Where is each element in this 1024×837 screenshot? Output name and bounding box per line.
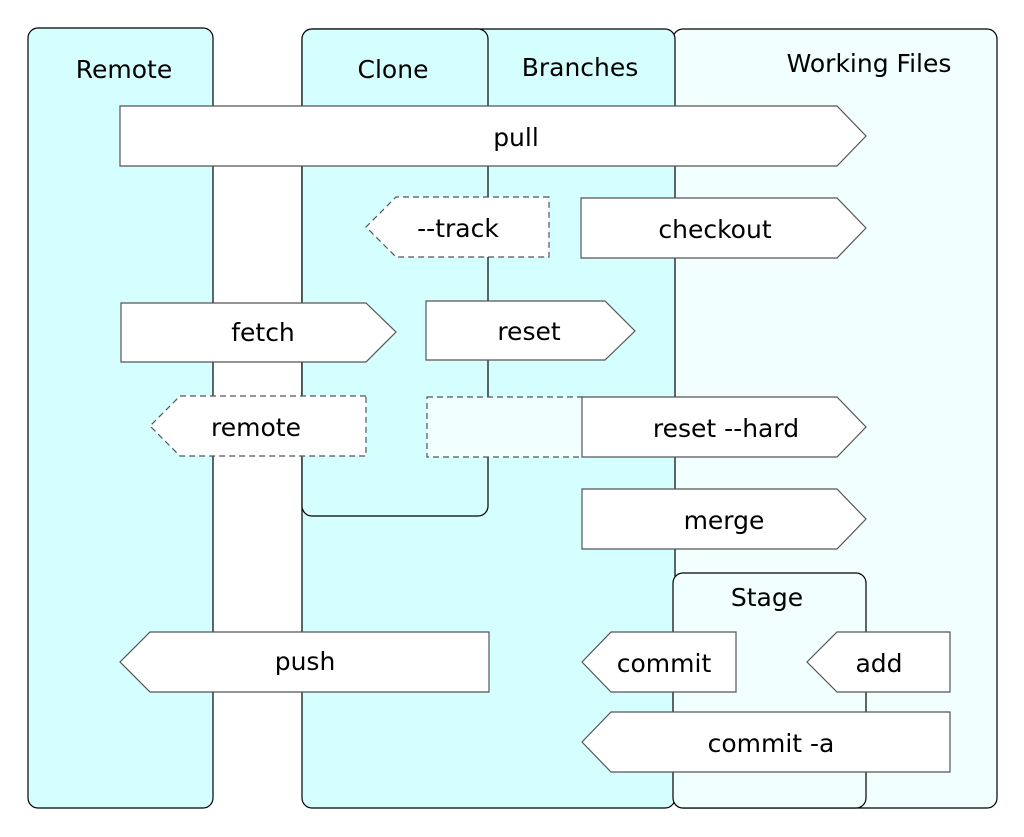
- track-arrow: --track: [365, 196, 550, 258]
- lane-title-remote: Remote: [76, 55, 172, 84]
- reset-label: reset: [497, 317, 561, 346]
- commit-arrow: commit: [581, 631, 737, 693]
- push-arrow-shape: [119, 631, 490, 693]
- fetch-arrow-shape: [120, 302, 397, 363]
- commit-arrow-shape: [581, 631, 737, 693]
- remote-arrow: remote: [149, 395, 367, 457]
- reset-hard-label: reset --hard: [653, 414, 799, 443]
- lane-title-working-files: Working Files: [787, 49, 952, 78]
- track-arrow-shape: [365, 196, 550, 258]
- reset-hard-arrow-shape: [581, 396, 867, 458]
- checkout-label: checkout: [658, 215, 771, 244]
- checkout-arrow-shape: [580, 197, 867, 259]
- lane-title-branches: Branches: [522, 53, 639, 82]
- reset-arrow-shape: [425, 300, 636, 361]
- reset-hard-arrow: reset --hard: [581, 396, 867, 458]
- merge-arrow: merge: [581, 488, 867, 550]
- pull-label: pull: [493, 123, 539, 152]
- track-label: --track: [417, 214, 499, 243]
- commit-a-arrow-shape: [581, 711, 951, 773]
- push-label: push: [275, 647, 336, 676]
- pull-arrow-shape: [119, 105, 867, 167]
- remote-label: remote: [211, 413, 301, 442]
- commit-a-arrow: commit -a: [581, 711, 951, 773]
- remote-arrow-shape: [149, 395, 367, 457]
- add-arrow-shape: [806, 631, 951, 693]
- lane-title-stage: Stage: [731, 583, 803, 612]
- push-arrow: push: [119, 631, 490, 693]
- add-label: add: [855, 649, 902, 678]
- lane-title-clone: Clone: [358, 55, 429, 84]
- merge-label: merge: [684, 506, 765, 535]
- fetch-arrow: fetch: [120, 302, 397, 363]
- add-arrow: add: [806, 631, 951, 693]
- merge-arrow-shape: [581, 488, 867, 550]
- commit-label: commit: [617, 649, 712, 678]
- reset-arrow: reset: [425, 300, 636, 361]
- reset-hard-dashed-box: [426, 396, 584, 458]
- pull-arrow: pull: [119, 105, 867, 167]
- command-arrows: pull --track checkout fetch reset remote: [119, 105, 951, 773]
- commit-a-label: commit -a: [708, 729, 835, 758]
- fetch-label: fetch: [231, 318, 295, 347]
- lane-titles: Remote Clone Branches Working Files Stag…: [76, 49, 952, 612]
- checkout-arrow: checkout: [580, 197, 867, 259]
